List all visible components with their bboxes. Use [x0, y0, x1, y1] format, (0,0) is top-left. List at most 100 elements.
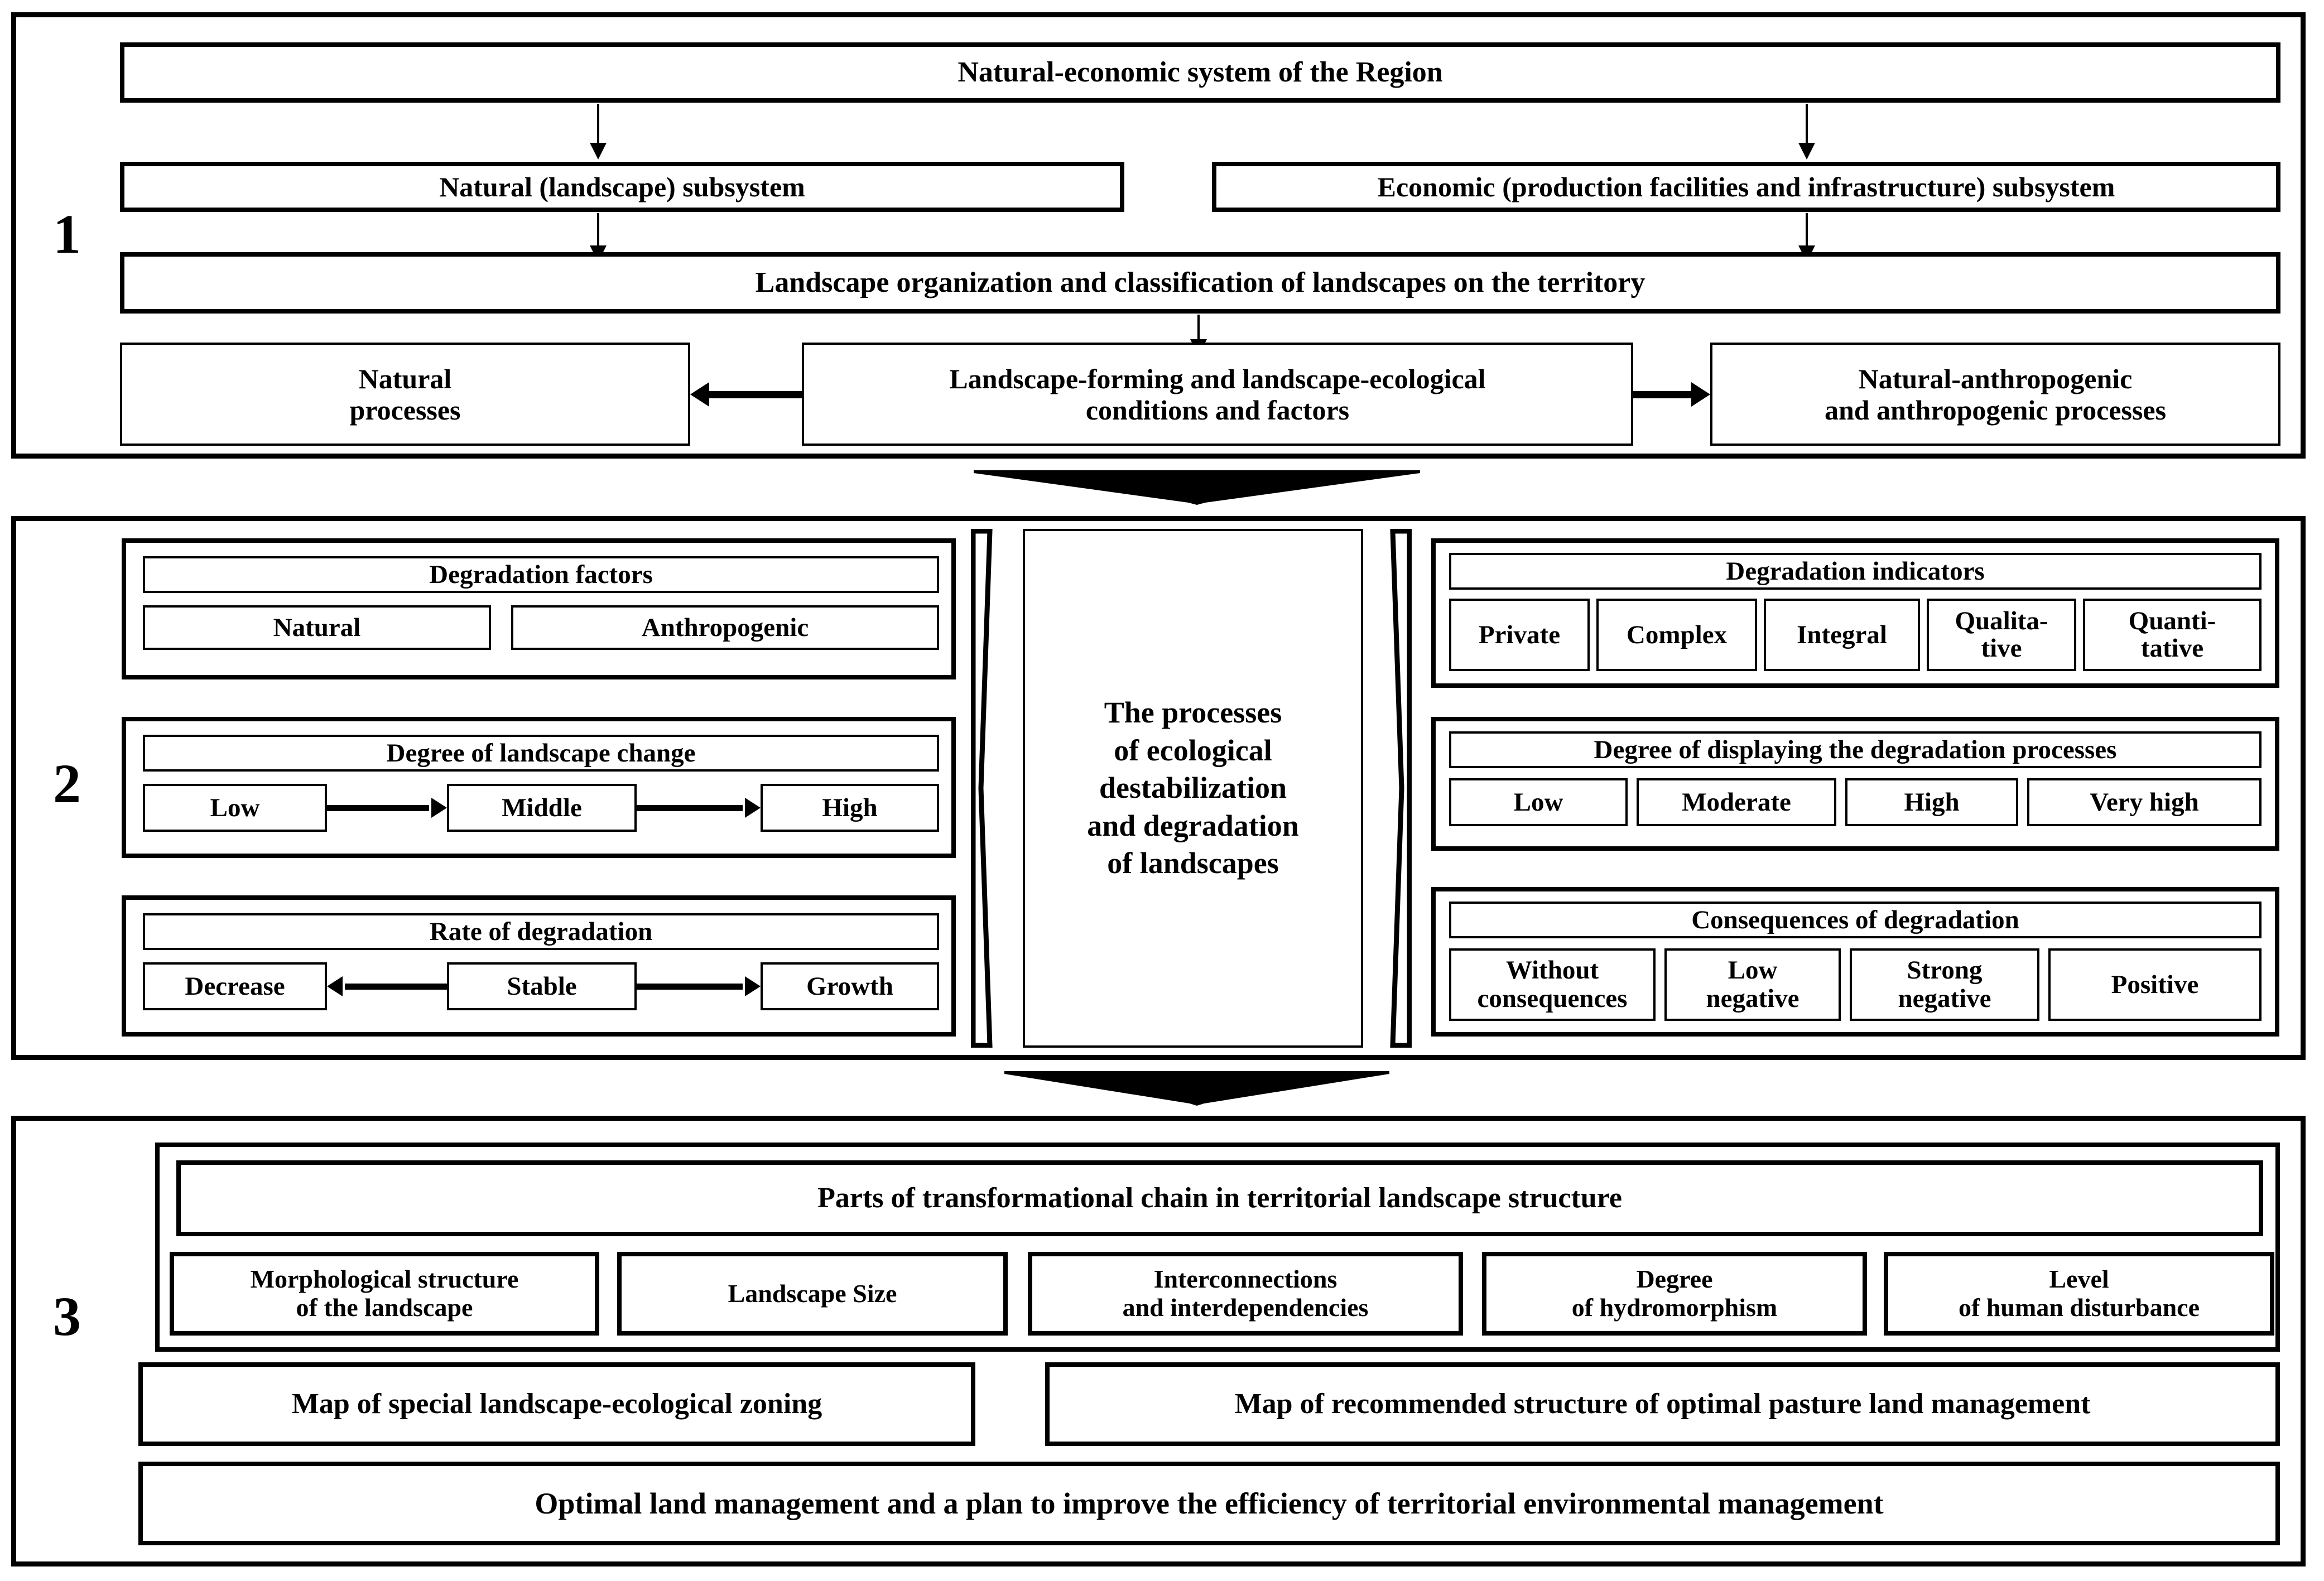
central-degradation-processes-box: The processes of ecological destabilizat… — [1023, 529, 1363, 1048]
rate-decrease-label: Decrease — [185, 971, 285, 1001]
degree-of-landscape-change-group: Degree of landscape change Low Middle Hi… — [122, 717, 956, 858]
landscape-organization-box: Landscape organization and classificatio… — [120, 252, 2280, 314]
anthropogenic-processes-box: Natural-anthropogenic and anthropogenic … — [1710, 343, 2280, 446]
consequence-positive-label: Positive — [2111, 970, 2199, 999]
arrow-low-to-middle — [327, 784, 447, 832]
displaying-moderate: Moderate — [1637, 778, 1836, 826]
transformational-chain-header-label: Parts of transformational chain in terri… — [817, 1182, 1622, 1214]
arrow-conditions-to-natural-processes — [690, 343, 802, 446]
arrow-middle-to-high — [637, 784, 761, 832]
rate-stable: Stable — [447, 962, 637, 1010]
degradation-factors-group: Degradation factors Natural Anthropogeni… — [122, 538, 956, 679]
right-bowtie-bracket-icon — [1390, 529, 1412, 1048]
map-pasture-management-box: Map of recommended structure of optimal … — [1045, 1362, 2280, 1446]
landscape-forming-conditions-box: Landscape-forming and landscape-ecologic… — [802, 343, 1633, 446]
chain-item-human-disturbance-label: Level of human disturbance — [1959, 1265, 2200, 1322]
consequence-strong-negative: Strong negative — [1850, 948, 2039, 1021]
landscape-change-high-label: High — [822, 793, 878, 822]
indicator-qualitative-label: Qualita- tive — [1955, 606, 2048, 663]
landscape-change-high: High — [761, 784, 939, 832]
natural-economic-system-box: Natural-economic system of the Region — [120, 42, 2280, 103]
chain-item-interconnections-label: Interconnections and interdependencies — [1122, 1265, 1369, 1322]
left-bowtie-bracket-icon — [971, 529, 993, 1048]
degradation-factor-natural-label: Natural — [273, 613, 361, 642]
natural-processes-label: Natural processes — [349, 363, 461, 426]
anthropogenic-processes-label: Natural-anthropogenic and anthropogenic … — [1824, 363, 2167, 426]
stage-3-number: 3 — [53, 1285, 81, 1347]
natural-subsystem-box: Natural (landscape) subsystem — [120, 162, 1124, 212]
consequence-positive: Positive — [2048, 948, 2262, 1021]
degradation-factor-anthropogenic: Anthropogenic — [511, 605, 939, 650]
indicator-private-label: Private — [1478, 620, 1561, 649]
rate-of-degradation-group: Rate of degradation Decrease Stable Grow… — [122, 895, 956, 1037]
landscape-forming-conditions-label: Landscape-forming and landscape-ecologic… — [949, 363, 1486, 426]
rate-decrease: Decrease — [143, 962, 327, 1010]
chevron-stage2-to-stage3 — [1004, 1071, 1389, 1106]
landscape-organization-label: Landscape organization and classificatio… — [755, 266, 1645, 298]
chain-item-landscape-size: Landscape Size — [617, 1252, 1008, 1336]
consequence-without-label: Without consequences — [1477, 956, 1628, 1013]
displaying-very-high: Very high — [2027, 778, 2262, 826]
rate-growth: Growth — [761, 962, 939, 1010]
displaying-high-label: High — [1904, 787, 1960, 817]
transformational-chain-group: Parts of transformational chain in terri… — [155, 1143, 2280, 1352]
landscape-change-low: Low — [143, 784, 327, 832]
consequence-strong-negative-label: Strong negative — [1898, 956, 1991, 1013]
degradation-factors-header-label: Degradation factors — [429, 560, 653, 589]
indicator-complex-label: Complex — [1626, 620, 1728, 649]
degree-of-displaying-header: Degree of displaying the degradation pro… — [1449, 731, 2262, 768]
optimal-land-management-box: Optimal land management and a plan to im… — [138, 1462, 2280, 1545]
chain-item-morphological-structure: Morphological structure of the landscape — [170, 1252, 599, 1336]
stage-1-number: 1 — [53, 203, 81, 265]
optimal-land-management-label: Optimal land management and a plan to im… — [535, 1486, 1884, 1520]
map-pasture-management-label: Map of recommended structure of optimal … — [1234, 1387, 2091, 1420]
natural-economic-system-label: Natural-economic system of the Region — [957, 56, 1443, 88]
degree-of-landscape-change-header: Degree of landscape change — [143, 735, 939, 772]
indicator-private: Private — [1449, 599, 1590, 671]
natural-processes-box: Natural processes — [120, 343, 690, 446]
consequences-of-degradation-header: Consequences of degradation — [1449, 902, 2262, 938]
indicator-qualitative: Qualita- tive — [1927, 599, 2076, 671]
rate-of-degradation-header-label: Rate of degradation — [429, 917, 653, 946]
rate-growth-label: Growth — [806, 971, 893, 1001]
chevron-stage1-to-stage2 — [974, 470, 1420, 505]
indicator-integral: Integral — [1764, 599, 1920, 671]
degradation-indicators-header: Degradation indicators — [1449, 553, 2262, 590]
displaying-low-label: Low — [1513, 787, 1563, 817]
degree-of-landscape-change-header-label: Degree of landscape change — [386, 738, 696, 768]
displaying-high: High — [1845, 778, 2018, 826]
consequences-of-degradation-header-label: Consequences of degradation — [1691, 905, 2019, 934]
indicator-quantitative-label: Quanti- tative — [2128, 606, 2216, 663]
arrow-stable-to-growth — [637, 962, 761, 1010]
degree-of-displaying-header-label: Degree of displaying the degradation pro… — [1594, 735, 2117, 764]
natural-subsystem-label: Natural (landscape) subsystem — [439, 171, 805, 203]
central-degradation-processes-label: The processes of ecological destabilizat… — [1087, 696, 1299, 880]
economic-subsystem-box: Economic (production facilities and infr… — [1212, 162, 2280, 212]
indicator-complex: Complex — [1596, 599, 1757, 671]
rate-of-degradation-header: Rate of degradation — [143, 913, 939, 950]
displaying-low: Low — [1449, 778, 1628, 826]
economic-subsystem-label: Economic (production facilities and infr… — [1377, 171, 2115, 203]
consequence-low-negative: Low negative — [1664, 948, 1841, 1021]
degradation-factors-header: Degradation factors — [143, 556, 939, 593]
degradation-factor-natural: Natural — [143, 605, 491, 650]
chain-item-morphological-structure-label: Morphological structure of the landscape — [250, 1265, 519, 1322]
consequence-low-negative-label: Low negative — [1706, 956, 1799, 1013]
stage-2-number: 2 — [53, 753, 81, 814]
degree-of-displaying-group: Degree of displaying the degradation pro… — [1431, 717, 2279, 851]
map-zoning-box: Map of special landscape-ecological zoni… — [138, 1362, 975, 1446]
arrow-conditions-to-anthropogenic-processes — [1633, 343, 1710, 446]
arrow-stable-to-decrease — [327, 962, 447, 1010]
rate-stable-label: Stable — [507, 971, 577, 1001]
displaying-moderate-label: Moderate — [1682, 787, 1791, 817]
indicator-integral-label: Integral — [1797, 620, 1887, 649]
map-zoning-label: Map of special landscape-ecological zoni… — [291, 1387, 822, 1420]
landscape-change-low-label: Low — [210, 793, 260, 822]
landscape-change-middle-label: Middle — [502, 793, 582, 822]
consequences-of-degradation-group: Consequences of degradation Without cons… — [1431, 887, 2279, 1037]
chain-item-hydromorphism: Degree of hydromorphism — [1482, 1252, 1867, 1336]
chain-item-landscape-size-label: Landscape Size — [728, 1279, 897, 1308]
degradation-indicators-header-label: Degradation indicators — [1726, 556, 1985, 586]
landscape-change-middle: Middle — [447, 784, 637, 832]
chain-item-hydromorphism-label: Degree of hydromorphism — [1571, 1265, 1778, 1322]
